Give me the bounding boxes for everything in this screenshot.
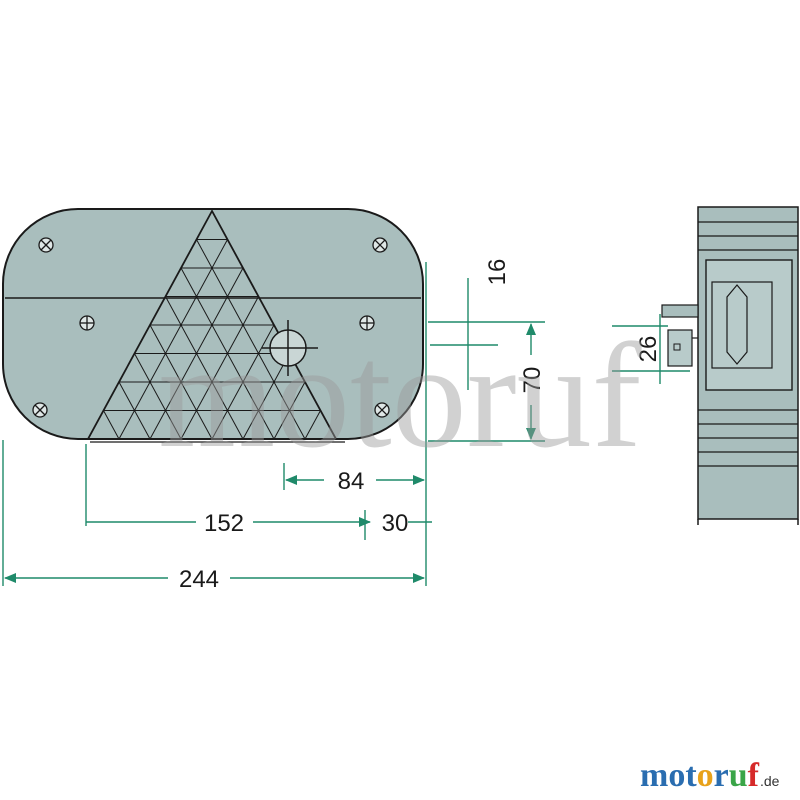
- dimension-84: 84: [338, 468, 365, 495]
- dimension-26: 26: [635, 336, 662, 363]
- triangle-reflector-icon: [86, 209, 338, 439]
- dimension-16: 16: [484, 259, 511, 286]
- logo-letter: o: [697, 757, 714, 794]
- logo-suffix: .de: [760, 773, 780, 789]
- bulb-socket-icon: [262, 320, 318, 376]
- logo-letter: t: [685, 757, 697, 794]
- motoruf-logo: motoruf .de: [640, 757, 780, 794]
- screw-icon: [32, 402, 48, 418]
- lamp-front-view: [2, 208, 424, 443]
- screw-icon: [374, 402, 390, 418]
- screw-icon: [79, 315, 95, 331]
- screw-icon: [38, 237, 54, 253]
- screw-icon: [359, 315, 375, 331]
- lamp-side-view: [661, 206, 799, 525]
- logo-letter: u: [729, 757, 748, 794]
- logo-letter: r: [714, 757, 729, 794]
- svg-text:motoruf: motoruf: [640, 757, 760, 794]
- dimension-152: 152: [204, 510, 244, 537]
- logo-letter: m: [640, 757, 668, 794]
- dimension-70: 70: [519, 367, 546, 394]
- watermark-text: motoruf: [158, 313, 641, 479]
- logo-letter: o: [668, 757, 685, 794]
- screw-icon: [372, 237, 388, 253]
- dimension-244: 244: [179, 566, 219, 593]
- logo-letter: f: [748, 757, 760, 794]
- dimension-lines: [2, 262, 690, 586]
- dimension-30: 30: [382, 510, 409, 537]
